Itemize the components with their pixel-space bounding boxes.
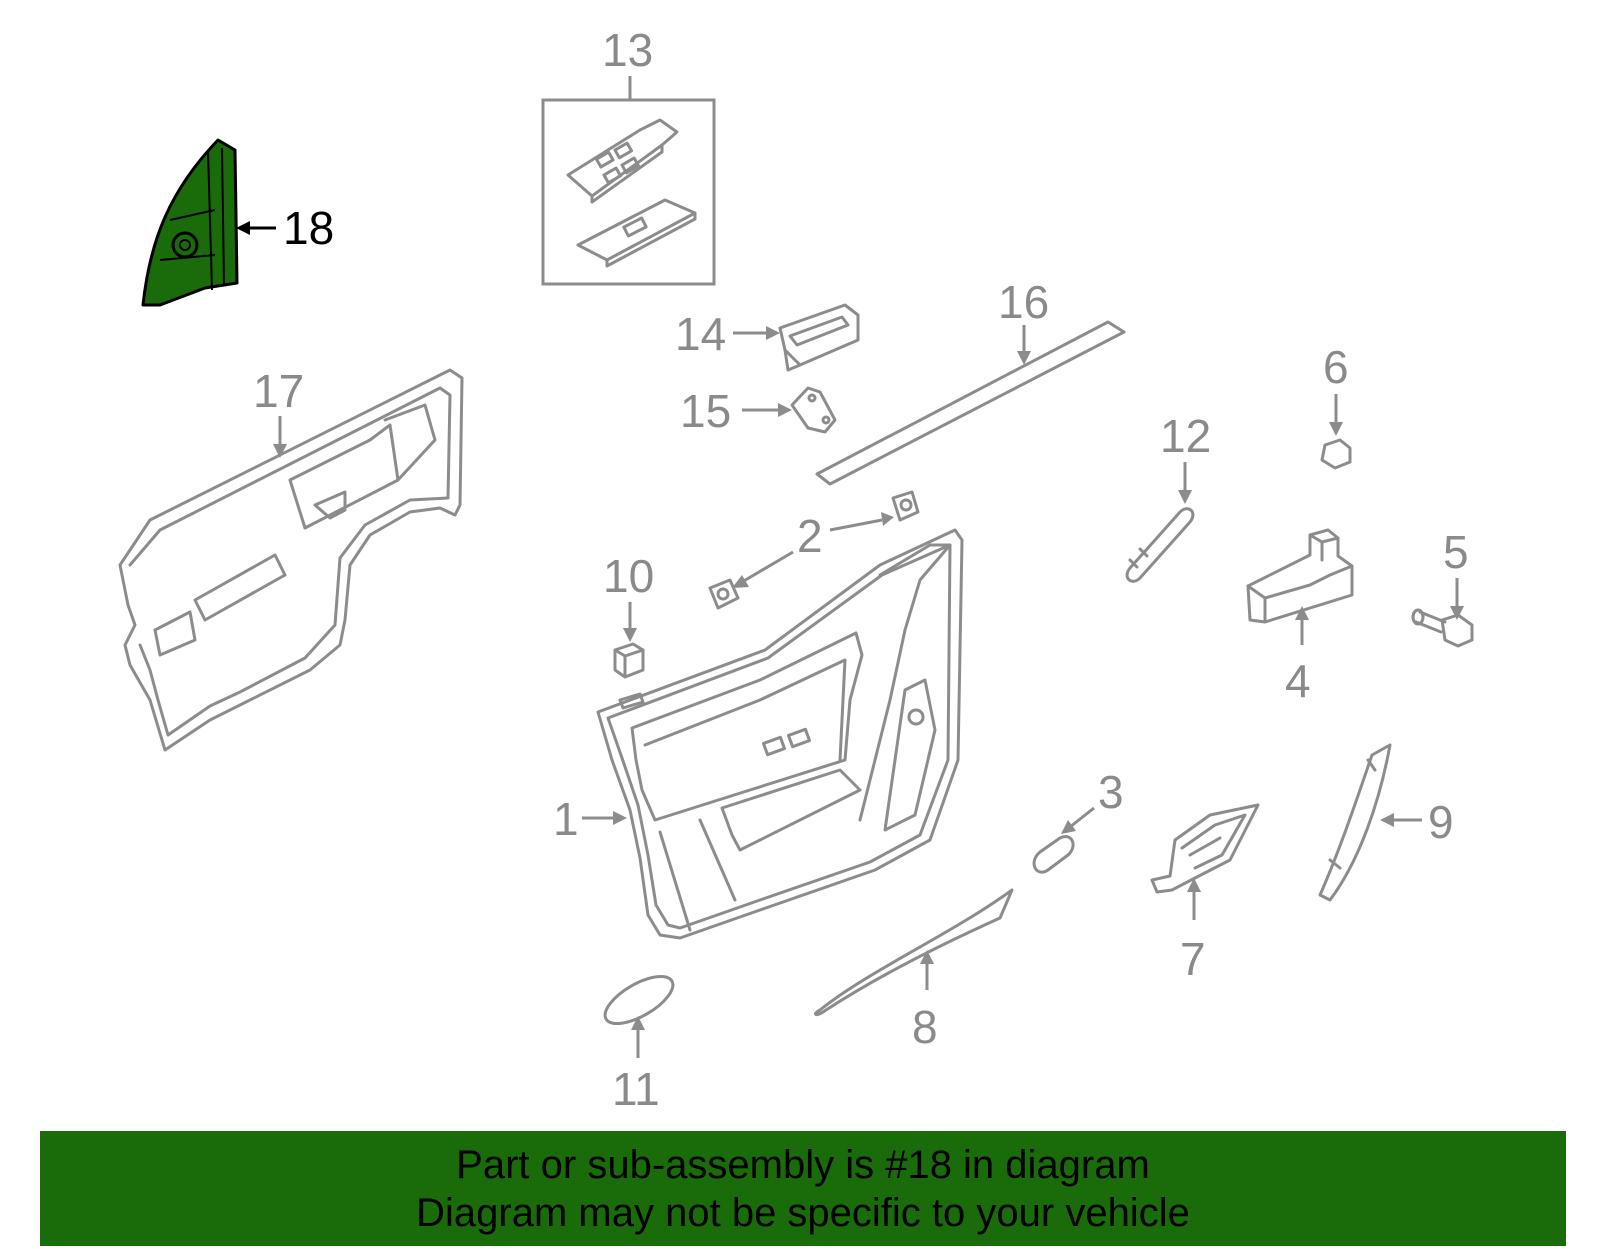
part-15-bracket[interactable] [790,386,837,434]
callout-3: 3 [1098,766,1124,818]
part-17-door-panel-rear[interactable] [118,368,464,752]
footer-line-1: Part or sub-assembly is #18 in diagram [456,1143,1150,1187]
part-11-cap[interactable] [598,967,680,1033]
footer-line-2: Diagram may not be specific to your vehi… [416,1191,1190,1235]
part-13-box [541,98,716,286]
part-2-clip-right[interactable] [891,490,920,522]
callout-1: 1 [553,793,579,845]
part-2-clip-left[interactable] [708,578,740,610]
callout-17: 17 [253,365,304,417]
part-7-inner-handle[interactable] [1150,803,1260,894]
part-5-bolt[interactable] [1411,608,1474,648]
callout-8: 8 [912,1001,938,1053]
callout-2: 2 [797,510,823,562]
part-8-molding[interactable] [813,888,1014,1017]
callout-7: 7 [1180,933,1206,985]
callout-5: 5 [1443,526,1469,578]
callout-6: 6 [1323,341,1349,393]
callout-11: 11 [612,1063,660,1115]
part-9-pillar-trim[interactable] [1318,743,1392,902]
part-14-switch-bezel[interactable] [778,303,860,372]
part-1-front-door-trim-panel[interactable] [596,528,964,940]
part-12-handle[interactable] [1125,507,1195,583]
part-4-bracket[interactable] [1246,528,1354,624]
callout-4: 4 [1285,655,1311,707]
callout-14: 14 [675,308,726,360]
part-3-plug[interactable] [1032,835,1075,874]
part-6-nut[interactable] [1320,438,1352,470]
callout-15: 15 [680,385,731,437]
callout-18: 18 [283,202,334,254]
part-18-highlighted[interactable] [141,138,239,307]
part-16-belt-molding[interactable] [815,320,1126,486]
callout-12: 12 [1160,410,1211,462]
footer-banner: Part or sub-assembly is #18 in diagram D… [40,1131,1566,1246]
callout-10: 10 [603,550,654,602]
part-10-clip[interactable] [613,642,645,679]
part-13-switch[interactable] [566,118,697,268]
callout-13: 13 [602,24,653,76]
callout-16: 16 [998,276,1049,328]
callout-9: 9 [1428,796,1454,848]
